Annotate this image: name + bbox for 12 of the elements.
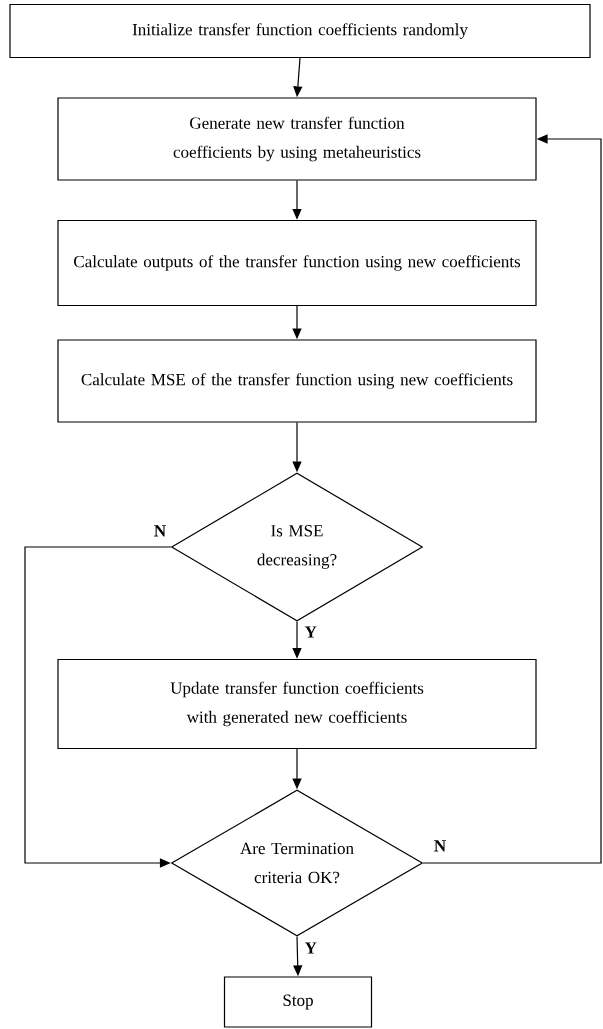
arrow [422,134,602,864]
edge-label: Y [304,942,317,954]
process-box: Calculate outputs of the transfer function using new coefficients [57,219,537,307]
process-box: Stop [223,976,373,1028]
process-box: Initialize transfer function coefficients randomly [9,3,591,59]
edge-label: N [434,840,446,852]
arrow [24,546,172,868]
edge-label: Y [304,626,317,638]
process-box: Generate new transfer function coefficients by using metaheuristics [57,97,537,181]
edge-label: N [154,525,166,537]
process-box: Calculate MSE of the transfer function using new coefficients [57,339,537,423]
process-box: Update transfer function coefficients with generated new coefficients [57,658,537,750]
